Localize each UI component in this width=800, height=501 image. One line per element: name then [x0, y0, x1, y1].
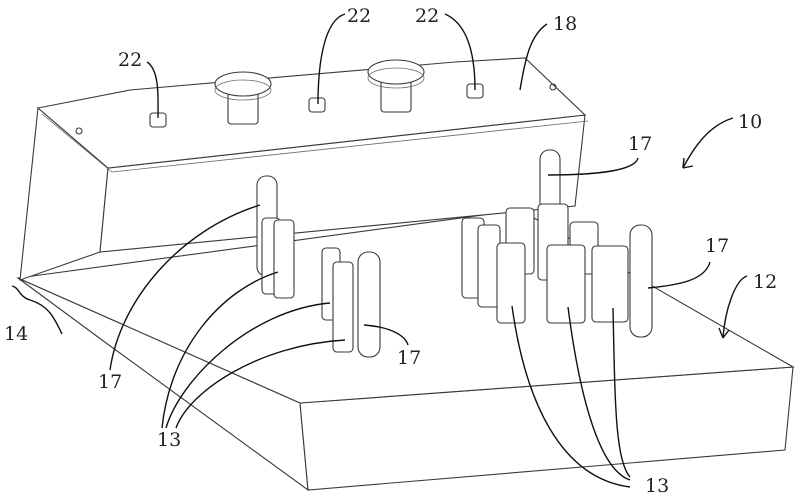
label-13-left: 13 — [157, 429, 181, 451]
label-22-right: 22 — [415, 5, 439, 27]
pillar-17-center — [357, 251, 381, 358]
core-group-right — [461, 203, 629, 324]
core-group-left — [261, 217, 354, 353]
label-14: 14 — [4, 323, 28, 345]
label-17-right: 17 — [705, 235, 729, 257]
label-22-left: 22 — [118, 49, 142, 71]
upper-housing — [19, 57, 589, 281]
pillar-17-right — [629, 224, 653, 338]
label-17-left: 17 — [98, 371, 122, 393]
knob-left — [214, 71, 272, 125]
label-18: 18 — [553, 13, 577, 35]
screw-left — [75, 127, 83, 135]
housing-plate-edge — [41, 113, 589, 173]
leader-lines — [11, 13, 748, 488]
label-17-back: 17 — [628, 133, 652, 155]
label-12: 12 — [753, 271, 777, 293]
knob-right — [367, 59, 425, 113]
housing-top-plate — [36, 57, 587, 169]
label-13-right: 13 — [645, 475, 669, 497]
screw-right — [549, 83, 557, 91]
label-22-middle: 22 — [347, 5, 371, 27]
label-10: 10 — [738, 111, 762, 133]
label-17-center: 17 — [397, 347, 421, 369]
top-knobs — [75, 59, 557, 135]
pin-22-middle — [308, 97, 326, 113]
